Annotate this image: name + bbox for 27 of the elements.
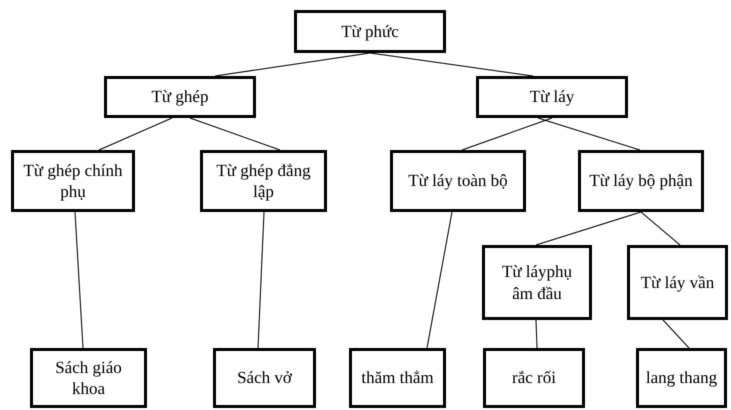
connector-line xyxy=(214,52,370,76)
connector-line xyxy=(640,212,680,246)
text-box: thăm thẳm xyxy=(349,348,446,408)
text-box: Từ láy xyxy=(476,76,628,118)
connector-line xyxy=(426,212,452,348)
text-box: Từ ghép chính phụ xyxy=(11,150,135,212)
connector-line xyxy=(74,212,84,348)
connector-line xyxy=(190,118,280,150)
text-box: Sách vở xyxy=(213,348,316,408)
text-box: Từ láy toàn bộ xyxy=(390,150,526,212)
text-box: Từ ghép xyxy=(104,76,256,118)
connector-line xyxy=(370,52,534,76)
connector-line xyxy=(258,212,264,348)
text-box: rắc rối xyxy=(483,348,585,408)
connector-line xyxy=(536,212,642,246)
text-box: Sách giáo khoa xyxy=(30,348,147,408)
connector-line xyxy=(662,320,690,348)
text-box: Từ phức xyxy=(294,10,446,53)
text-box: Từ láy bộ phận xyxy=(578,150,704,212)
connector-line xyxy=(538,118,640,150)
connector-line xyxy=(98,118,172,150)
text-box: Từ láyphụ âm đầu xyxy=(482,245,592,320)
text-box: lang thang xyxy=(636,348,727,408)
connector-line xyxy=(462,118,552,150)
text-box: Từ ghép đẳng lập xyxy=(200,150,327,212)
connector-line xyxy=(536,320,538,348)
text-box: Từ láy vần xyxy=(627,245,728,320)
